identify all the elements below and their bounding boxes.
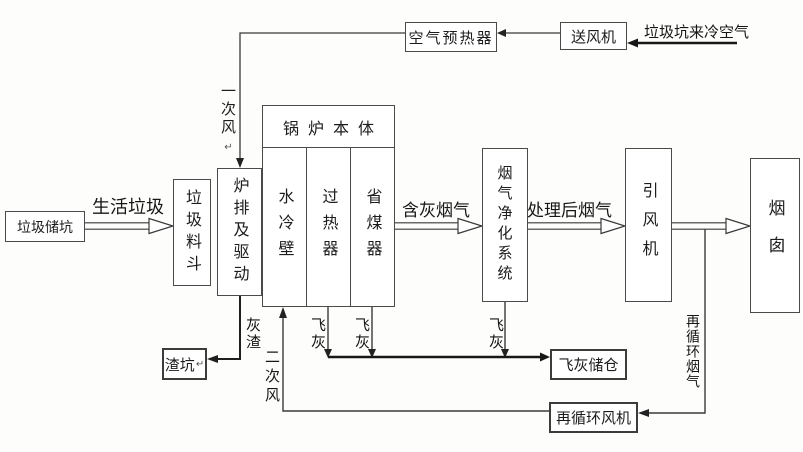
box-flyash-silo: 飞灰储仓 [550, 349, 627, 380]
box-waste-storage-pit: 垃圾储坑 [5, 211, 85, 242]
boiler-section-economizer: 省煤器 [351, 148, 394, 306]
arrow-coldair-to-fdfan [627, 38, 737, 48]
recirc-fan-label: 再循环风机 [555, 409, 631, 427]
label-treated-flue-gas: 处理后烟气 [527, 201, 612, 221]
box-waste-hopper: 垃圾料斗 [173, 179, 211, 286]
label-fly-ash-1: 飞灰 [309, 317, 327, 351]
primary-air-return-mark: ↵ [224, 142, 233, 153]
label-recirc-flue-gas: 再循环烟气 [684, 314, 700, 389]
boiler-section-water-wall: 水冷壁 [263, 148, 306, 306]
water-wall-label: 水冷壁 [275, 188, 295, 266]
box-id-fan: 引风机 [625, 148, 672, 302]
arrow-ash-flue-gas [395, 217, 485, 235]
box-fd-fan: 送风机 [560, 22, 627, 50]
slag-pit-label: 渣坑 [164, 355, 195, 374]
boiler-header-label: 锅炉本体 [282, 118, 383, 138]
arrow-to-stack [672, 217, 753, 235]
box-air-preheater: 空气预热器 [405, 22, 497, 52]
label-domestic-waste: 生活垃圾 [92, 197, 164, 218]
grate-drive-label: 炉排及驱动 [230, 177, 250, 287]
arrow-recirc-flue-gas [638, 229, 706, 417]
id-fan-label: 引风机 [639, 181, 659, 269]
label-cold-air: 垃圾坑来冷空气 [644, 23, 750, 41]
economizer-label: 省煤器 [363, 188, 383, 266]
box-boiler-body: 锅炉本体 水冷壁 过热器 省煤器 [262, 105, 395, 307]
box-recirc-fan: 再循环风机 [549, 402, 638, 433]
primary-air-text: 一次风 [219, 83, 237, 137]
arrow-fly-ash-purification [501, 302, 509, 358]
label-fly-ash-2: 飞灰 [353, 317, 371, 351]
boiler-sections: 水冷壁 过热器 省煤器 [263, 148, 394, 306]
arrow-primary-air [236, 32, 405, 168]
superheater-label: 过热器 [319, 188, 339, 266]
label-ash-residue: 灰渣 [244, 317, 262, 351]
box-slag-pit: 渣坑↵ [162, 348, 207, 380]
waste-hopper-label: 垃圾料斗 [183, 188, 202, 277]
arrow-fdfan-to-preheater [497, 29, 560, 37]
arrow-fly-ash-line [328, 352, 550, 362]
boiler-header: 锅炉本体 [263, 106, 394, 148]
waste-storage-pit-label: 垃圾储坑 [17, 219, 73, 236]
label-primary-air: 一次风 ↵ [218, 83, 239, 153]
arrow-ash-residue [207, 296, 241, 363]
arrow-treated-flue-gas [528, 217, 628, 235]
arrow-fly-ash-economizer [368, 307, 376, 358]
box-stack: 烟囱 [750, 158, 800, 313]
arrow-domestic-waste [85, 217, 176, 235]
label-ash-flue-gas: 含灰烟气 [402, 201, 470, 221]
air-preheater-label: 空气预热器 [408, 28, 494, 47]
label-fly-ash-3: 飞灰 [487, 317, 505, 351]
boiler-section-superheater: 过热器 [306, 148, 351, 306]
slag-pit-return-mark: ↵ [195, 358, 205, 370]
label-secondary-air: 二次风 [263, 349, 281, 406]
fd-fan-label: 送风机 [570, 27, 616, 46]
arrow-secondary-air [279, 307, 549, 412]
box-flue-gas-purification: 烟气净化系统 [482, 148, 528, 302]
flue-gas-purification-label: 烟气净化系统 [495, 165, 514, 285]
box-grate-drive: 炉排及驱动 [217, 168, 262, 296]
flyash-silo-label: 飞灰储仓 [558, 356, 619, 374]
arrow-fly-ash-superheater [324, 307, 332, 358]
stack-label: 烟囱 [764, 198, 785, 273]
